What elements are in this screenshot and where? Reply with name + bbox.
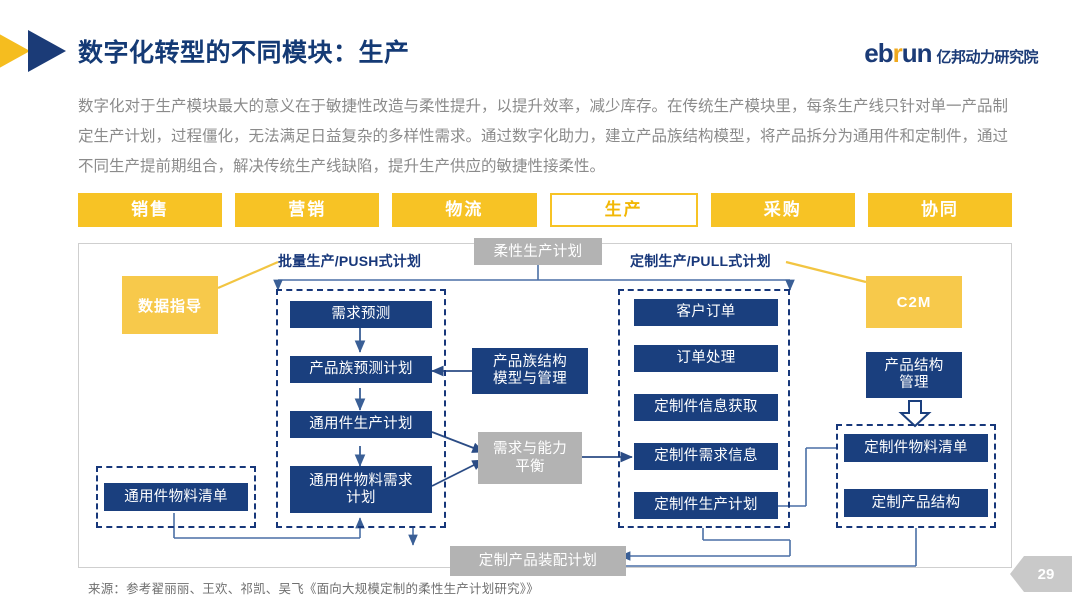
brand-logo: ebrun 亿邦动力研究院	[864, 40, 1038, 67]
common-part-mrp-box: 通用件物料需求 计划	[290, 466, 432, 513]
triangle-right-icon-yellow	[0, 30, 30, 72]
custom-product-structure-box: 定制产品结构	[844, 489, 988, 517]
custom-part-demand-box: 定制件需求信息	[634, 443, 778, 470]
common-bom-box: 通用件物料清单	[104, 483, 248, 511]
tab-logistics[interactable]: 物流	[392, 193, 537, 227]
common-bom-dashed-box	[96, 466, 256, 528]
down-block-arrow-icon	[898, 400, 932, 428]
customer-order-box: 客户订单	[634, 299, 778, 326]
ps-mgmt-line-2: 管理	[899, 375, 929, 391]
tab-procurement[interactable]: 采购	[710, 193, 855, 227]
demand-capacity-balance-box: 需求与能力 平衡	[478, 432, 582, 484]
balance-line-2: 平衡	[515, 459, 545, 475]
pf-structure-line-2: 模型与管理	[493, 371, 567, 387]
demand-forecast-box: 需求预测	[290, 301, 432, 328]
flexible-production-plan-box: 柔性生产计划	[474, 238, 602, 265]
brand-logo-en: ebrun	[864, 38, 933, 68]
tab-collaboration[interactable]: 协同	[867, 193, 1013, 227]
tab-sales[interactable]: 销售	[78, 193, 223, 227]
ps-mgmt-line-1: 产品结构	[884, 358, 944, 374]
page-number-badge: 29	[1010, 556, 1072, 592]
pull-group-dashed-box	[618, 289, 790, 528]
tab-production[interactable]: 生产	[549, 193, 698, 227]
common-part-production-box: 通用件生产计划	[290, 411, 432, 438]
custom-bom-box: 定制件物料清单	[844, 434, 988, 462]
source-citation: 来源：参考翟丽丽、王欢、祁凯、吴飞《面向大规模定制的柔性生产计划研究》》	[88, 582, 539, 596]
custom-part-info-box: 定制件信息获取	[634, 394, 778, 421]
custom-part-production-box: 定制件生产计划	[634, 492, 778, 519]
logo-text-eb: eb	[864, 38, 893, 68]
order-processing-box: 订单处理	[634, 345, 778, 372]
balance-line-1: 需求与能力	[493, 441, 567, 457]
common-part-mrp-line-2: 计划	[346, 489, 376, 506]
common-part-mrp-line-1: 通用件物料需求	[309, 472, 413, 489]
product-structure-mgmt-box: 产品结构 管理	[866, 352, 962, 398]
product-family-structure-box: 产品族结构 模型与管理	[472, 348, 588, 394]
product-family-forecast-box: 产品族预测计划	[290, 356, 432, 383]
custom-assembly-plan-box: 定制产品装配计划	[450, 546, 626, 576]
data-guidance-box: 数据指导	[122, 276, 218, 334]
tab-marketing[interactable]: 营销	[235, 193, 380, 227]
push-group-dashed-box	[276, 289, 446, 528]
brand-logo-cn: 亿邦动力研究院	[936, 49, 1038, 66]
logo-text-r: r	[892, 38, 903, 68]
pull-group-label: 定制生产/PULL式计划	[630, 253, 771, 269]
page-title: 数字化转型的不同模块：生产	[78, 39, 410, 67]
pf-structure-line-1: 产品族结构	[493, 354, 567, 370]
c2m-box: C2M	[866, 276, 962, 328]
header-arrow-logo	[0, 28, 78, 76]
module-tab-bar: 销售 营销 物流 生产 采购 协同	[78, 193, 1013, 227]
triangle-right-icon-navy	[28, 30, 66, 72]
logo-text-un: un	[901, 38, 933, 68]
intro-paragraph: 数字化对于生产模块最大的意义在于敏捷性改造与柔性提升，以提升效率，减少库存。在传…	[78, 98, 1009, 175]
push-group-label: 批量生产/PUSH式计划	[278, 253, 422, 269]
